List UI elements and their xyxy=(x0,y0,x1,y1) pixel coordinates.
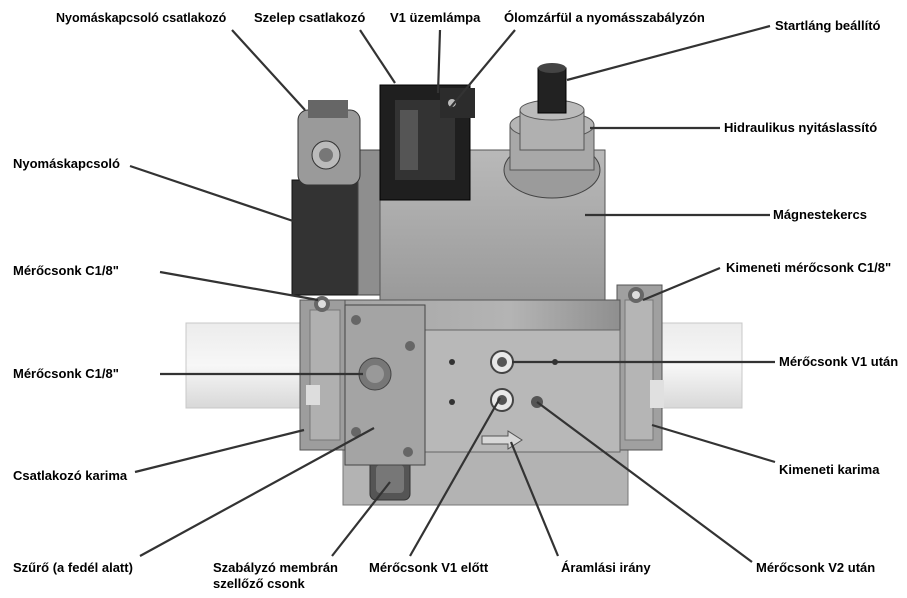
label-inlet-flange: Csatlakozó karima xyxy=(13,468,128,483)
start-flame-knob xyxy=(537,67,567,114)
leader-lines xyxy=(129,24,776,563)
label-solenoid-coil: Mágnestekercs xyxy=(773,207,867,222)
label-membrane-vent-1: Szabályzó membrán xyxy=(213,560,338,575)
label-filter: Szűrő (a fedél alatt) xyxy=(13,560,133,575)
label-lead-seal-ear: Ólomzárfül a nyomásszabályzón xyxy=(504,10,705,25)
inlet-pipe xyxy=(185,322,307,409)
label-membrane-vent-2: szellőző csonk xyxy=(213,576,305,591)
label-outlet-test-nipple: Kimeneti mérőcsonk C1/8" xyxy=(726,260,892,275)
label-test-nipple-after-v2: Mérőcsonk V2 után xyxy=(756,560,876,575)
label-test-nipple-left-upper: Mérőcsonk C1/8" xyxy=(13,263,119,278)
label-pressure-switch-connector: Nyomáskapcsoló csatlakozó xyxy=(56,11,227,25)
label-flow-direction: Áramlási irány xyxy=(561,560,651,575)
label-v1-lamp: V1 üzemlámpa xyxy=(390,10,481,25)
label-test-nipple-left-mid: Mérőcsonk C1/8" xyxy=(13,366,119,381)
label-hydraulic-slow-opener: Hidraulikus nyitáslassító xyxy=(724,120,878,135)
label-pressure-switch: Nyomáskapcsoló xyxy=(13,156,120,171)
outlet-pipe xyxy=(649,322,743,409)
label-test-nipple-after-v1: Mérőcsonk V1 után xyxy=(779,354,899,369)
label-test-nipple-before-v1: Mérőcsonk V1 előtt xyxy=(369,560,489,575)
label-valve-connector: Szelep csatlakozó xyxy=(254,10,366,25)
label-start-flame-adjuster: Startláng beállító xyxy=(775,18,881,33)
label-outlet-flange: Kimeneti karima xyxy=(779,462,880,477)
